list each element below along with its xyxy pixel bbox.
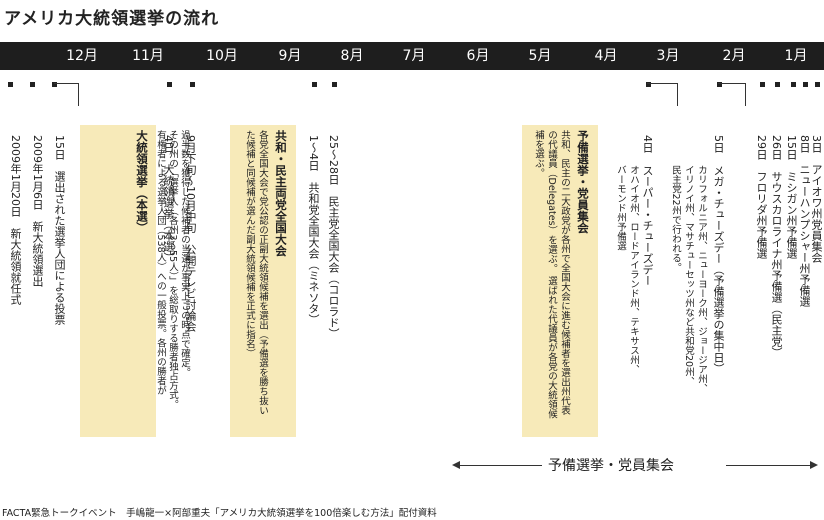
florida-event: 29日 フロリダ州予備選 [755, 135, 768, 259]
leader-line [647, 83, 678, 106]
super-tuesday-detail: オハイオ州、ロードアイランド州、テキサス州、 [628, 165, 639, 374]
box-text-line: その州の「選挙人（各州3〜55人）」を総取りする勝者独占方式。 [167, 130, 178, 410]
primaries-box [522, 125, 598, 437]
event-date: 15日 [53, 135, 66, 160]
event-date: 9月下旬〜10月中旬 [184, 135, 197, 233]
event-marker [312, 82, 317, 87]
range-arrow-right [810, 461, 818, 469]
event-marker [30, 82, 35, 87]
event-date: 25〜28日 [327, 135, 340, 185]
event-marker [190, 82, 195, 87]
mega-tuesday-detail: 民主党22州で行われる。 [670, 165, 681, 273]
event-date: 26日 [770, 135, 783, 160]
month-label: 5月 [528, 48, 552, 64]
mega-tuesday-detail: イリノイ州、マサチューセッツ州など共和党20州、 [683, 165, 694, 387]
month-label: 2月 [722, 48, 746, 64]
range-arrow-line [726, 465, 812, 466]
month-label: 10月 [206, 48, 238, 64]
month-label: 6月 [466, 48, 490, 64]
box-text-line: 共和、民主の二大政党が各州で全国大会に進む候補者を選出州代表 [559, 130, 570, 415]
month-label: 11月 [132, 48, 164, 64]
inauguration-event: 2009年1月20日 新大統領就任式 [9, 135, 22, 305]
iowa-event: 3日 アイオワ州党員集会 [810, 135, 823, 263]
general-election-event: 4日 大統領選挙（本選） [162, 135, 175, 263]
event-marker [332, 82, 337, 87]
month-label: 12月 [66, 48, 98, 64]
box-title: 大統領選挙（本選） [135, 130, 149, 234]
event-text: 新大統領選出 [31, 221, 44, 287]
republican-convention-event: 1〜4日 共和党全国大会（ミネソタ） [307, 135, 320, 325]
event-marker [717, 82, 722, 87]
leader-line [718, 83, 746, 106]
box-text-line: 各党全国大会で党公認の正副大統領候補を選出（予備選を勝ち抜い [257, 130, 268, 415]
south-carolina-event: 26日 サウスカロライナ州予備選（民主党） [770, 135, 783, 358]
event-marker [52, 82, 57, 87]
box-text-line: の代議員（Delegates）を選ぶ。 選ばれた代議員が各党の大統領候 [546, 130, 557, 419]
box-text-line: 有権者による選挙人団（538人）への一般投票。各州の勝者が [155, 130, 166, 396]
event-date: 4日 [162, 135, 175, 153]
range-arrow-line [458, 465, 542, 466]
month-label: 4月 [594, 48, 618, 64]
mega-tuesday-date: 5日 [712, 135, 725, 153]
event-marker [646, 82, 651, 87]
mega-tuesday-title: メガ・チューズデー（予備選挙の集中日） [712, 165, 725, 374]
event-marker [8, 82, 13, 87]
conventions-box [230, 125, 296, 437]
event-text: 共和党全国大会（ミネソタ） [307, 182, 320, 325]
box-title: 共和・民主両党全国大会 [274, 130, 288, 257]
event-text: フロリダ州予備選 [755, 171, 768, 259]
event-marker [791, 82, 796, 87]
event-text: ニューハンプシャー州予備選 [798, 164, 811, 307]
event-marker [775, 82, 780, 87]
debates-event: 9月下旬〜10月中旬 公開テレビ討論会 [184, 135, 197, 332]
new-hampshire-event: 8日 ニューハンプシャー州予備選 [798, 135, 811, 307]
leader-line [54, 83, 79, 106]
event-date: 2009年1月20日 [9, 135, 22, 217]
event-date: 1〜4日 [307, 135, 320, 171]
electors-event: 15日 選出された選挙人団による投票 [53, 135, 66, 325]
month-label: 7月 [402, 48, 426, 64]
michigan-event: 15日 ミシガン州予備選 [785, 135, 798, 259]
month-label: 1月 [784, 48, 808, 64]
diagram-title: アメリカ大統領選挙の流れ [4, 9, 220, 29]
event-text: 民主党全国大会（コロラド） [327, 196, 340, 339]
democratic-convention-event: 25〜28日 民主党全国大会（コロラド） [327, 135, 340, 339]
box-text-line: 過半数を獲得した候補者の当選が事実上この時点で確定。 [179, 130, 190, 377]
range-arrow-left [452, 461, 460, 469]
congress-event: 2009年1月6日 新大統領選出 [31, 135, 44, 287]
mega-tuesday-detail: カリフォルニア州、ニューヨーク州、ジョージア州、 [696, 165, 707, 393]
super-tuesday-detail: バーモンド州予備選 [615, 165, 626, 251]
box-text-line: た候補と同候補が選んだ副大統領候補を正式に指名） [244, 130, 255, 358]
event-date: 8日 [798, 135, 811, 153]
event-date: 2009年1月6日 [31, 135, 44, 210]
event-text: 大統領選挙（本選） [162, 164, 175, 263]
month-label: 9月 [278, 48, 302, 64]
event-date: 29日 [755, 135, 768, 160]
box-title: 予備選挙・党員集会 [576, 130, 590, 234]
primaries-range-label: 予備選挙・党員集会 [548, 458, 674, 474]
event-date: 3日 [810, 135, 823, 153]
super-tuesday-date: 4日 [641, 135, 654, 153]
event-text: サウスカロライナ州予備選（民主党） [770, 171, 783, 358]
month-timeline-bar: 12月 11月 10月 9月 8月 7月 6月 5月 4月 3月 2月 1月 [0, 42, 824, 70]
event-text: 公開テレビ討論会 [184, 244, 197, 332]
event-text: アイオワ州党員集会 [810, 164, 823, 263]
event-text: ミシガン州予備選 [785, 171, 798, 259]
month-label: 3月 [656, 48, 680, 64]
event-date: 15日 [785, 135, 798, 160]
box-text-line: 補を選ぶ。 [533, 130, 544, 178]
month-label: 8月 [340, 48, 364, 64]
footer-caption: FACTA緊急トークイベント 手嶋龍一×阿部重夫「アメリカ大統領選挙を100倍楽… [2, 508, 437, 519]
event-marker [760, 82, 765, 87]
event-marker [815, 82, 820, 87]
general-election-box [80, 125, 156, 437]
event-marker [803, 82, 808, 87]
event-text: 選出された選挙人団による投票 [53, 171, 66, 325]
super-tuesday-title: スーパー・チューズデー [641, 165, 654, 286]
event-marker [167, 82, 172, 87]
event-text: 新大統領就任式 [9, 228, 22, 305]
